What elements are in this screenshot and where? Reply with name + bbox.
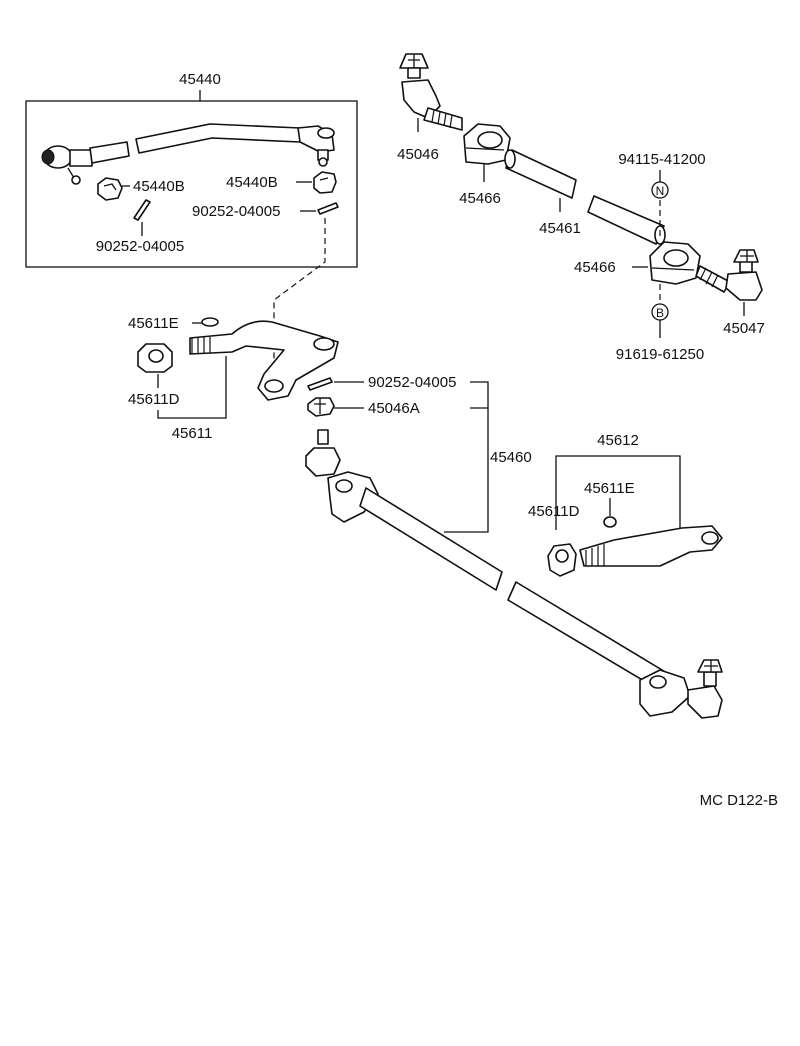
knuckle-arm-right bbox=[579, 525, 723, 567]
label-45440: 45440 bbox=[179, 71, 221, 88]
label-45611d-right: 45611D bbox=[528, 503, 580, 520]
knuckle-arm-left bbox=[189, 320, 339, 401]
assembly-frame bbox=[25, 100, 358, 268]
label-45046a: 45046A bbox=[368, 400, 420, 417]
cotter-pin-top bbox=[317, 202, 339, 215]
label-45440b-left: 45440B bbox=[133, 178, 185, 195]
knuckle-arm-pin-right bbox=[603, 516, 617, 528]
label-90252-center: 90252-04005 bbox=[368, 374, 456, 391]
diagram-code: MC D122-B bbox=[700, 792, 778, 809]
tie-rod-end-45047 bbox=[695, 249, 763, 301]
label-45466-bottom: 45466 bbox=[574, 259, 616, 276]
label-45461: 45461 bbox=[539, 220, 581, 237]
cotter-pin-left bbox=[133, 199, 151, 221]
knuckle-arm-right-group: 45612 45611E 45611D bbox=[528, 432, 723, 577]
castle-nut-left bbox=[97, 177, 123, 201]
label-45611e-left: 45611E bbox=[128, 315, 179, 332]
marker-n: N bbox=[656, 184, 665, 198]
marker-b: B bbox=[656, 306, 664, 320]
tie-rod-segment-2 bbox=[135, 123, 301, 154]
label-45440b-right: 45440B bbox=[226, 174, 278, 191]
label-45046: 45046 bbox=[397, 146, 439, 163]
label-91619-61250: 91619-61250 bbox=[616, 346, 704, 363]
label-45466-top: 45466 bbox=[459, 190, 501, 207]
tie-rod-end-right-ball bbox=[297, 125, 335, 167]
label-45611e-right: 45611E bbox=[584, 480, 635, 497]
label-45611d-left: 45611D bbox=[128, 391, 180, 408]
label-90252-top: 90252-04005 bbox=[192, 203, 280, 220]
label-45612: 45612 bbox=[597, 432, 639, 449]
cotter-pin-center bbox=[307, 377, 333, 391]
adjusting-tube-clamp-top bbox=[463, 123, 511, 165]
drag-link-end-right bbox=[639, 659, 723, 719]
label-45611: 45611 bbox=[172, 425, 213, 442]
drag-link-group: 90252-04005 45046A 45460 bbox=[305, 374, 723, 719]
adjusting-tube-clamp-bottom bbox=[649, 241, 701, 285]
castle-nut-center bbox=[307, 397, 335, 417]
adjustable-tie-rod-group: 45046 45466 45461 94115-41200 N 45466 bbox=[397, 53, 765, 363]
knuckle-arm-pin-left bbox=[201, 317, 219, 327]
knuckle-arm-left-group: 45611E 45611D 45611 bbox=[128, 315, 339, 442]
label-90252-left: 90252-04005 bbox=[96, 238, 184, 255]
adjusting-tube-part-2 bbox=[587, 195, 665, 245]
tie-rod-end-45046 bbox=[399, 53, 463, 131]
label-45460: 45460 bbox=[490, 449, 532, 466]
tie-rod-assembly-group: 45440 45440B 90252-04005 bbox=[25, 71, 358, 268]
adjusting-tube-part-1 bbox=[505, 149, 577, 199]
assembly-connection-line bbox=[273, 218, 326, 378]
castle-nut-right bbox=[313, 171, 337, 194]
tie-rod-end-left-ball bbox=[41, 145, 93, 185]
label-94115-41200: 94115-41200 bbox=[618, 151, 705, 168]
marker-n-circle bbox=[651, 181, 669, 199]
knuckle-arm-nut-right bbox=[547, 543, 577, 577]
tie-rod-segment-1 bbox=[89, 141, 130, 164]
drag-link-tube-part-1 bbox=[359, 487, 503, 591]
label-45047: 45047 bbox=[723, 320, 765, 337]
knuckle-arm-nut-left bbox=[137, 343, 173, 373]
